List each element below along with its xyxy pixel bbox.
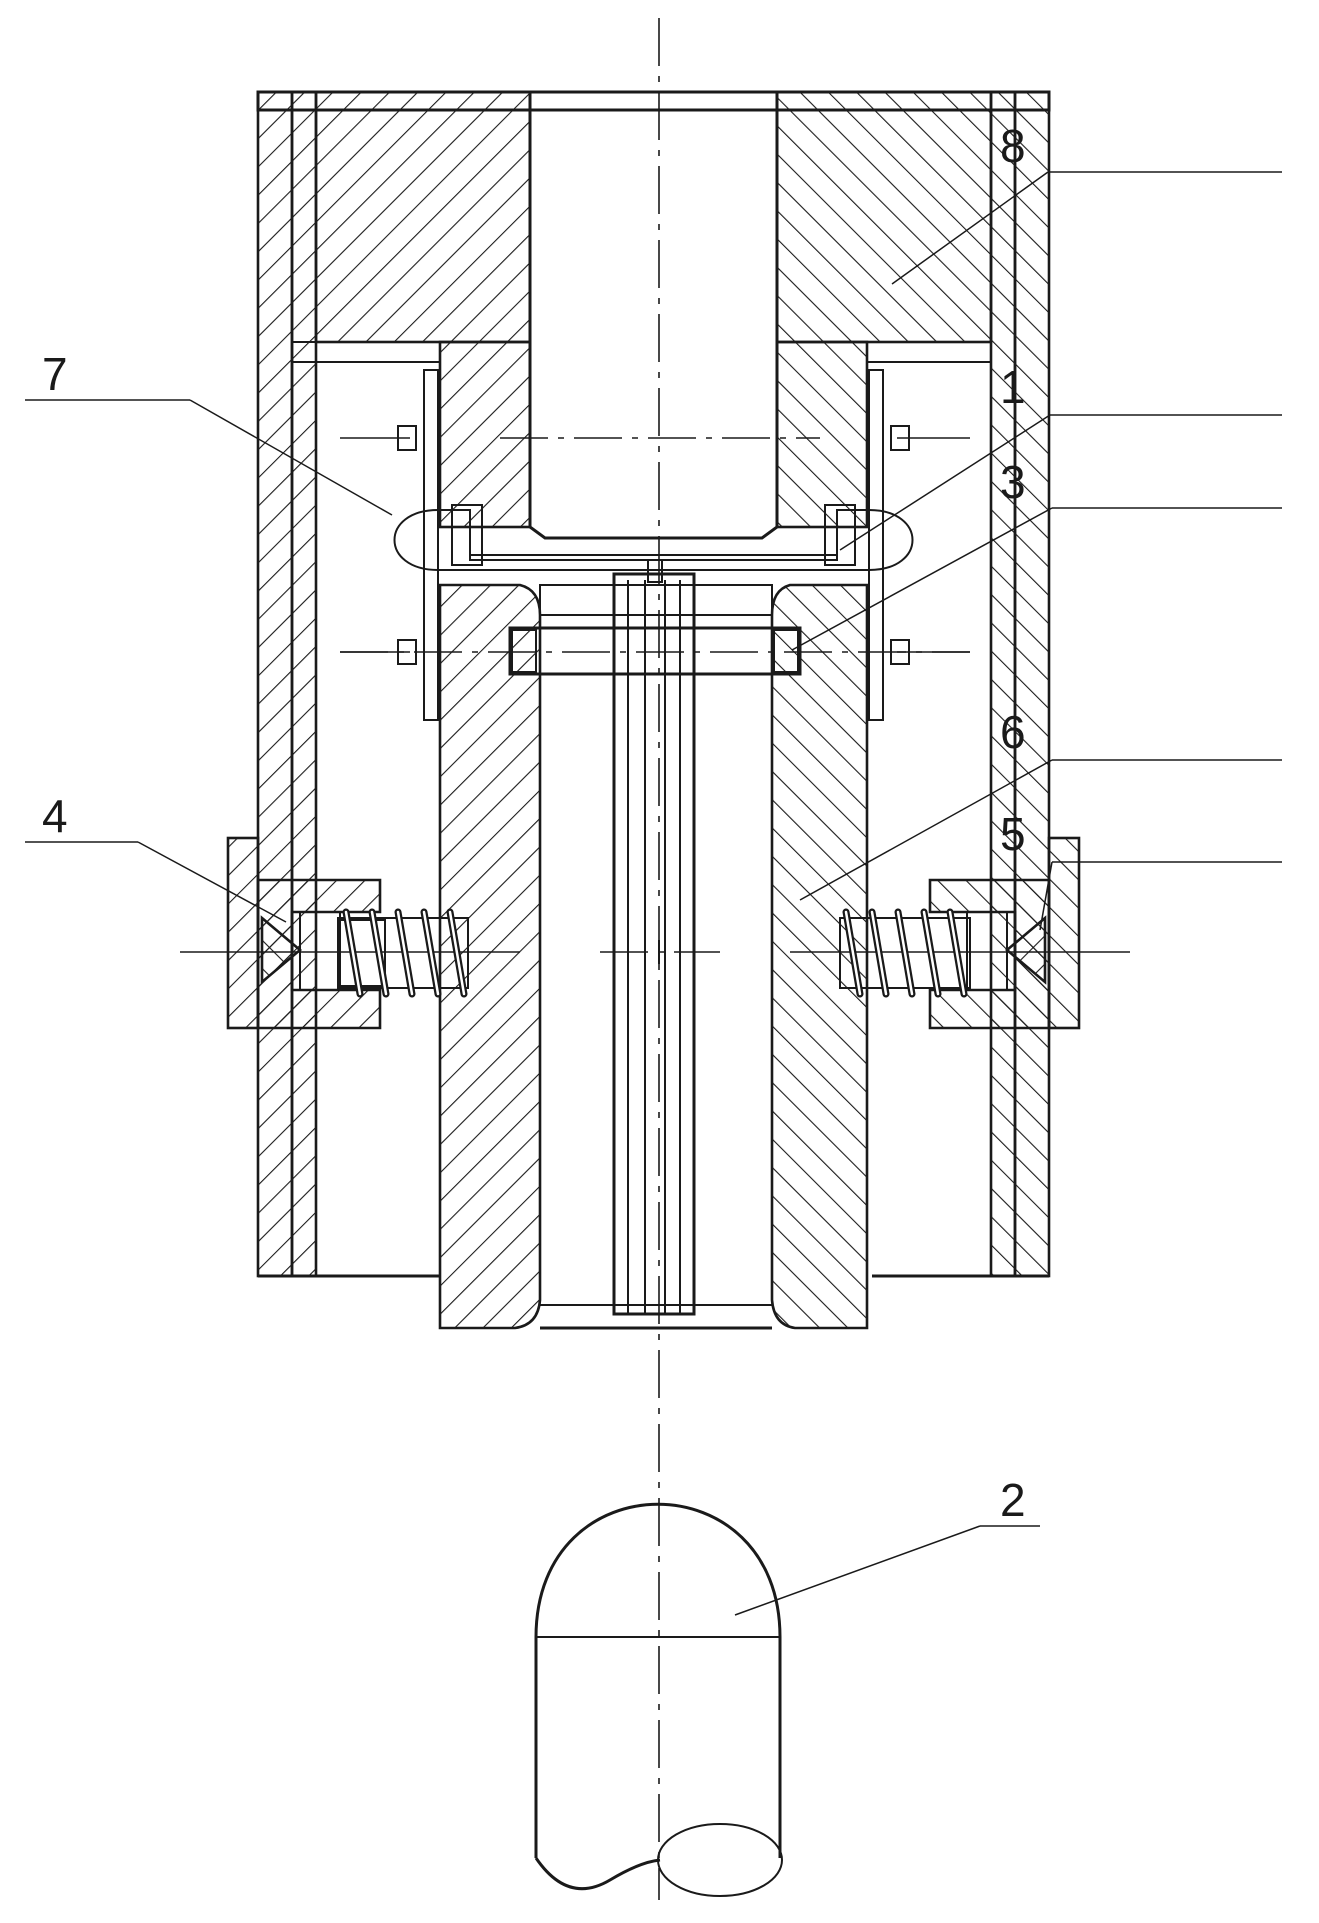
right-spring [839, 908, 971, 998]
callout-1: 1 [1000, 361, 1026, 413]
diaphragm-part-7 [393, 369, 914, 721]
upper-body-part-8 [291, 90, 993, 540]
callout-8: 8 [1000, 120, 1026, 172]
leader-lines [25, 171, 1282, 1616]
callout-2: 2 [1000, 1474, 1026, 1526]
callout-4: 4 [42, 790, 68, 842]
outer-housing [256, 90, 1051, 1278]
callout-6: 6 [1000, 706, 1026, 758]
callout-7: 7 [42, 348, 68, 400]
callout-5: 5 [1000, 808, 1026, 860]
locking-pin-part-5 [790, 836, 1130, 1030]
callout-3: 3 [1000, 456, 1026, 508]
locking-pin-part-4 [180, 836, 520, 1030]
lower-sleeve-part-6 [438, 583, 869, 1330]
central-rod [612, 559, 696, 1316]
probe-part-2 [534, 1502, 783, 1897]
left-spring [337, 908, 469, 998]
piston-crossbar-part-3 [340, 626, 970, 676]
